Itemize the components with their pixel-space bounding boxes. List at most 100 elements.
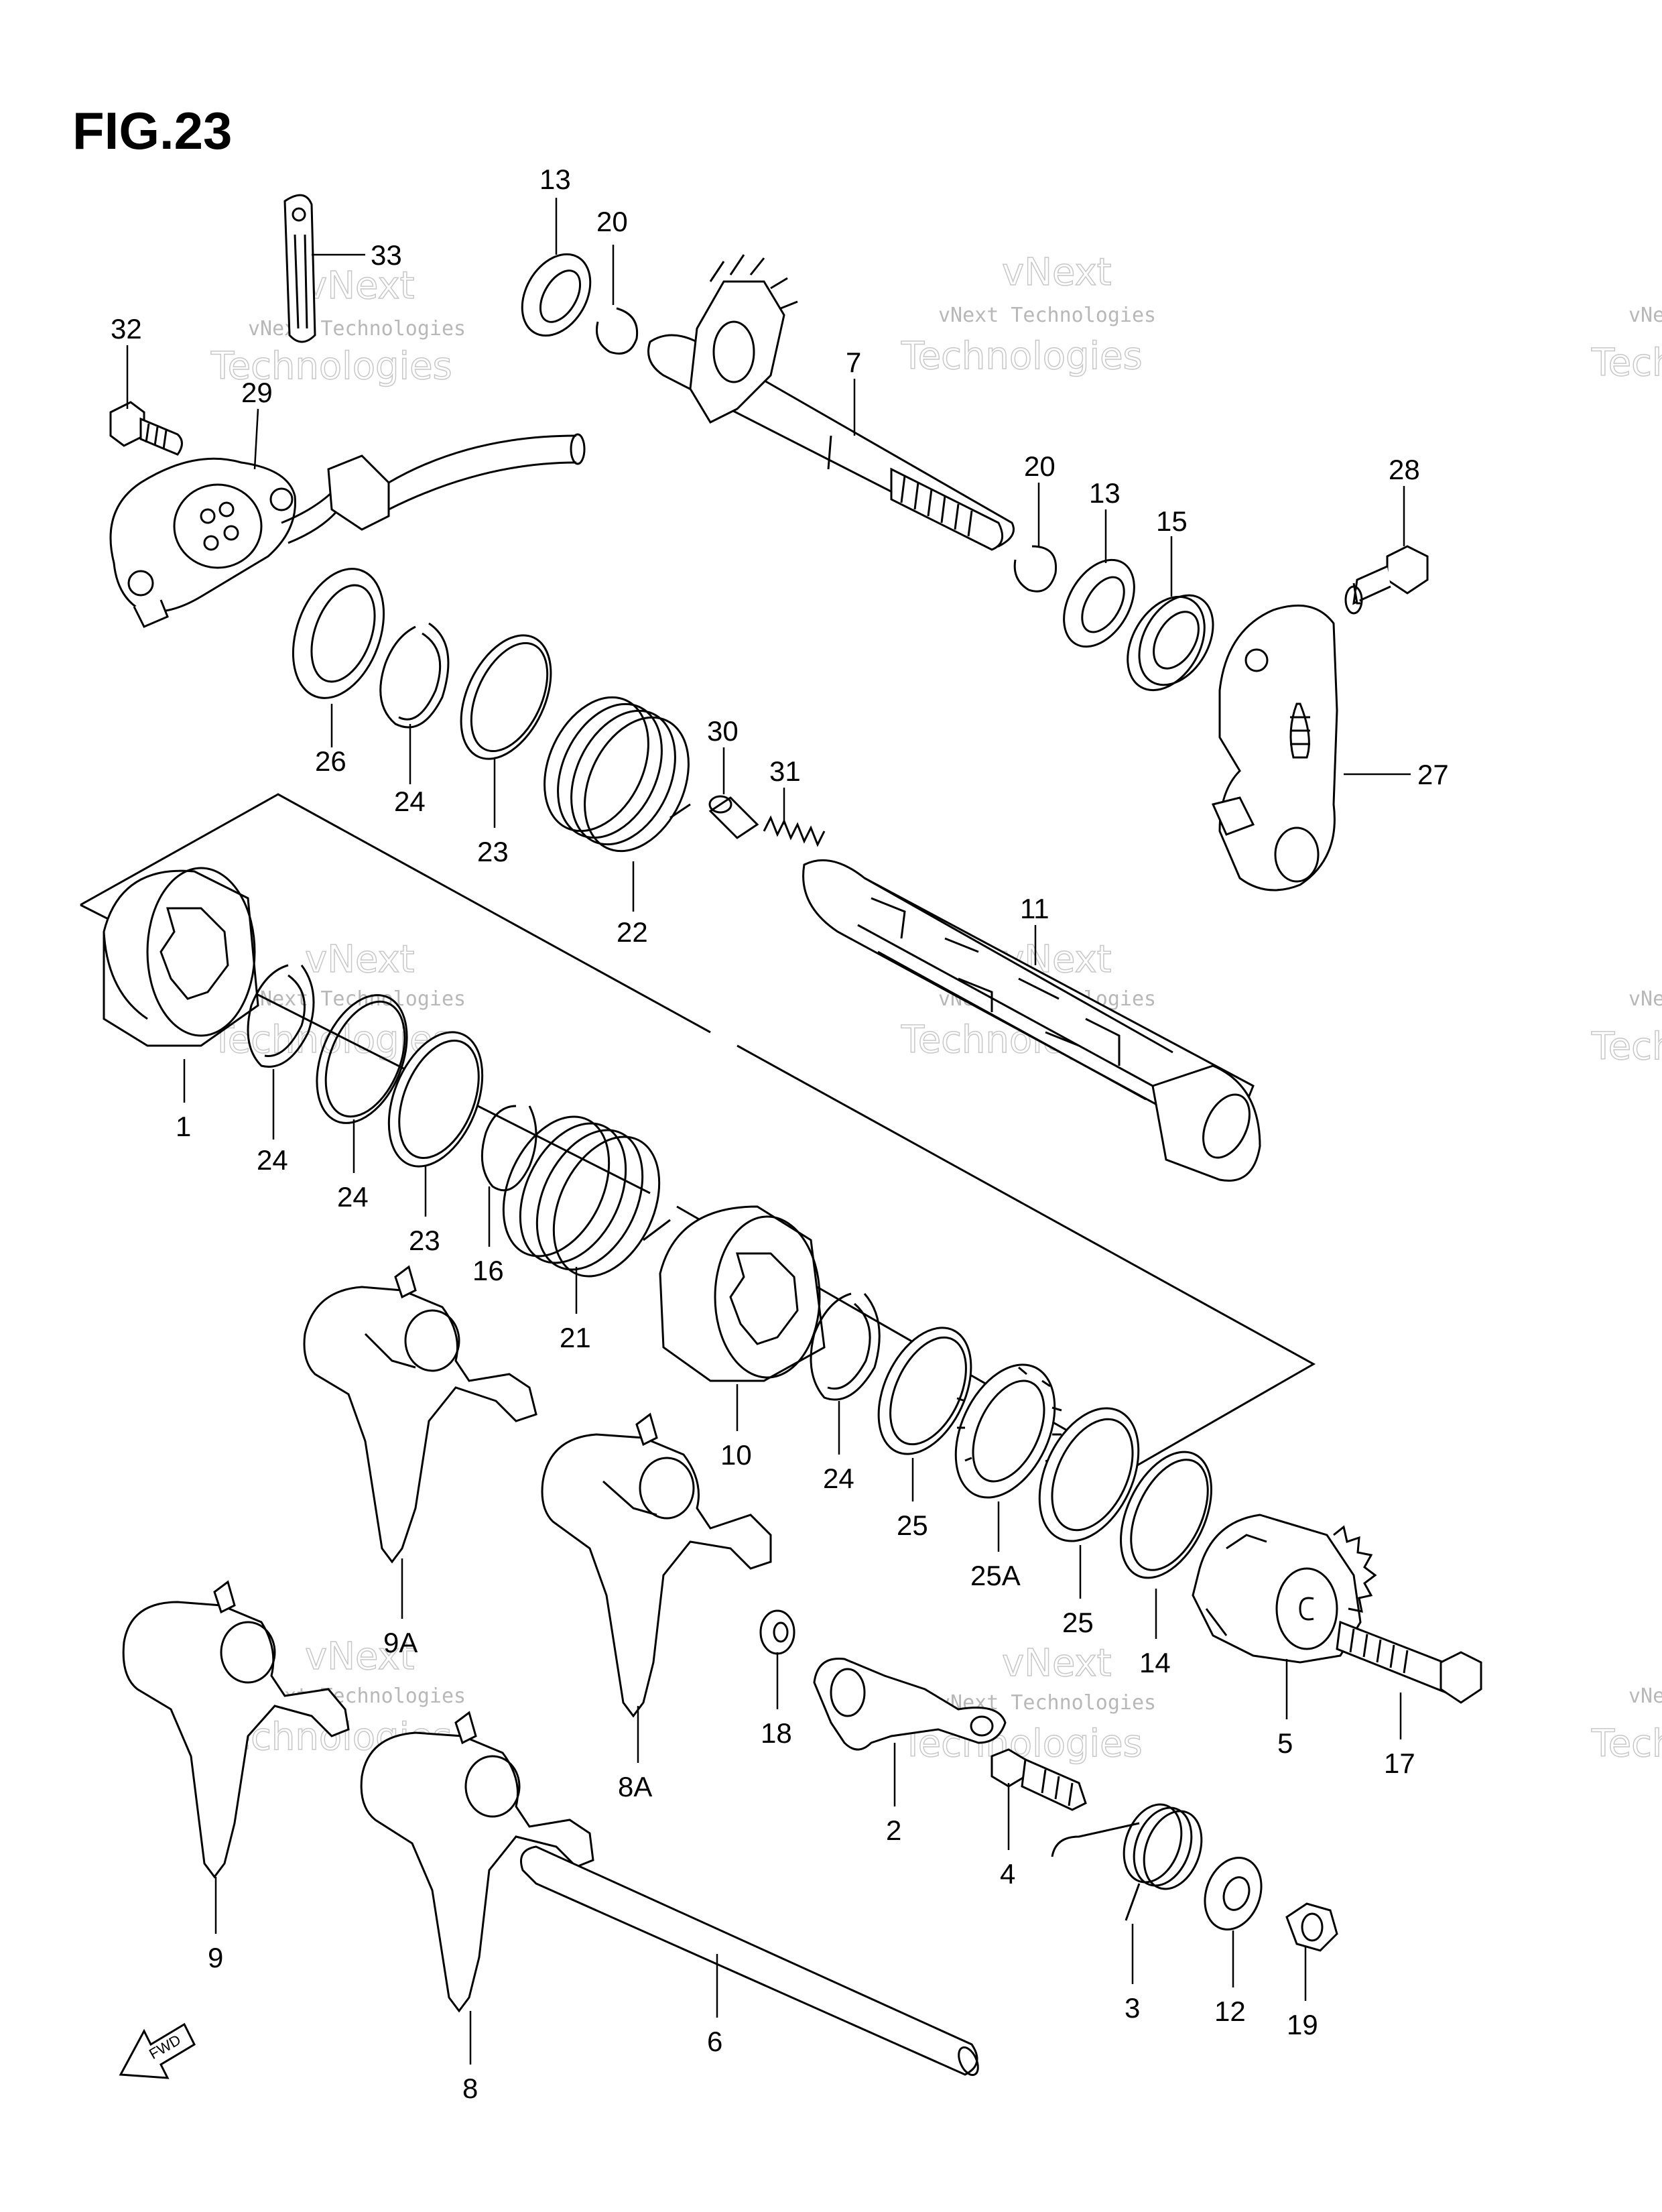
callout-30: 30 xyxy=(707,715,739,747)
watermark-text: vNext xyxy=(305,938,415,981)
callout-13: 13 xyxy=(539,164,571,195)
part-25-washer xyxy=(877,1327,972,1455)
part-26-washer xyxy=(292,568,385,699)
callout-25A: 25A xyxy=(970,1560,1021,1591)
callout-7: 7 xyxy=(846,347,861,378)
watermark-text: vNext xyxy=(305,264,415,308)
callout-8: 8 xyxy=(462,2073,478,2104)
part-6-shaft xyxy=(520,1845,979,2077)
callout-25-b: 25 xyxy=(1062,1607,1094,1638)
callout-20: 20 xyxy=(596,206,628,237)
watermark-text: vNext Technologies xyxy=(248,317,466,341)
part-21-spring xyxy=(502,1115,671,1278)
callout-26: 26 xyxy=(315,745,346,777)
part-9A-fork xyxy=(303,1265,537,1564)
callout-24-b: 24 xyxy=(257,1144,288,1176)
part-24-ring-c xyxy=(316,994,408,1124)
watermark-group: vNext Technologies vNext Technologies vN… xyxy=(210,250,1662,1766)
part-25-washer-b xyxy=(1038,1407,1140,1542)
part-13-washer-b xyxy=(1063,558,1135,648)
callout-28: 28 xyxy=(1389,454,1420,485)
callout-19: 19 xyxy=(1287,2009,1318,2040)
callout-9: 9 xyxy=(208,1942,223,1973)
part-31-spring xyxy=(763,815,826,847)
callout-9A: 9A xyxy=(383,1627,418,1658)
callout-14: 14 xyxy=(1139,1647,1171,1678)
callout-10: 10 xyxy=(720,1439,752,1471)
callout-16: 16 xyxy=(472,1255,504,1286)
callout-31: 31 xyxy=(769,755,801,787)
watermark-text: vNext xyxy=(305,1635,415,1678)
part-24-ring-d xyxy=(810,1292,881,1401)
callout-15: 15 xyxy=(1156,505,1188,537)
watermark-text: Technologies xyxy=(1591,341,1662,385)
callout-24-c: 24 xyxy=(337,1181,369,1213)
part-16-circlip xyxy=(481,1105,537,1192)
callout-21: 21 xyxy=(560,1322,591,1353)
part-32-bolt xyxy=(109,401,183,456)
watermark-text: Technologies xyxy=(901,334,1143,378)
part-13-washer xyxy=(521,253,592,337)
part-24-ring-b xyxy=(247,964,315,1068)
part-20-circlip-b xyxy=(1013,545,1058,593)
watermark-text: vNext Technologies xyxy=(1628,1684,1662,1708)
part-3-spring xyxy=(1051,1803,1203,1921)
part-12-washer xyxy=(1204,1857,1263,1930)
callout-17: 17 xyxy=(1384,1747,1415,1779)
callout-18: 18 xyxy=(761,1717,792,1749)
watermark-text: vNext xyxy=(1002,251,1112,294)
callout-23: 23 xyxy=(477,836,509,867)
part-30-pin xyxy=(708,795,759,839)
callout-24-d: 24 xyxy=(823,1463,854,1494)
part-24-circlip xyxy=(379,622,450,729)
leader-lines xyxy=(126,198,1411,2065)
part-8A-fork xyxy=(541,1412,772,1718)
callout-8A: 8A xyxy=(618,1771,652,1802)
callout-12: 12 xyxy=(1214,1995,1246,2027)
watermark-text: vNext Technologies xyxy=(1628,987,1662,1011)
callout-29: 29 xyxy=(241,377,273,408)
part-15-seal xyxy=(1127,594,1214,692)
part-23-ring xyxy=(460,634,552,760)
part-7-shaft xyxy=(647,254,1015,551)
watermark-text: vNext Technologies xyxy=(248,987,466,1011)
part-29-switch xyxy=(109,433,586,628)
callout-20-b: 20 xyxy=(1024,450,1056,482)
part-17-bolt xyxy=(1336,1620,1482,1704)
callout-33: 33 xyxy=(371,239,402,271)
callout-13-b: 13 xyxy=(1089,477,1121,509)
part-11-cam xyxy=(802,859,1261,1182)
callout-4: 4 xyxy=(1000,1858,1015,1890)
watermark-text: vNext Technologies xyxy=(938,304,1156,327)
part-9-fork xyxy=(122,1580,350,1879)
part-22-spring xyxy=(544,696,691,853)
watermark-text: vNext xyxy=(1002,1642,1112,1685)
callout-32: 32 xyxy=(111,313,142,345)
part-20-circlip xyxy=(596,307,639,355)
callout-27: 27 xyxy=(1417,759,1449,790)
part-1-collar xyxy=(103,867,259,1047)
watermark-text: Technologies xyxy=(210,1018,452,1062)
part-8-fork xyxy=(360,1711,594,2013)
callout-11: 11 xyxy=(1020,893,1049,924)
watermark-text: Technologies xyxy=(210,345,452,388)
watermark-text: Technologies xyxy=(1591,1722,1662,1766)
part-2-arm xyxy=(813,1657,1007,1751)
fwd-arrow-icon: FWD xyxy=(119,2022,196,2079)
figure-title: FIG.23 xyxy=(72,101,232,160)
part-10-collar xyxy=(659,1205,826,1382)
watermark-text: vNext Technologies xyxy=(1628,304,1662,327)
part-23-ring-b xyxy=(387,1031,484,1168)
callout-6: 6 xyxy=(707,2026,722,2057)
callout-labels: 13 20 33 32 29 7 20 13 15 28 26 24 23 30… xyxy=(111,164,1449,2104)
callout-24: 24 xyxy=(394,786,426,817)
callout-25: 25 xyxy=(897,1510,928,1541)
part-14-ring xyxy=(1120,1451,1212,1579)
part-18-washer xyxy=(759,1609,795,1655)
part-19-nut xyxy=(1285,1902,1338,1952)
callout-2: 2 xyxy=(886,1815,901,1846)
callout-22: 22 xyxy=(617,916,648,948)
part-28-bolt xyxy=(1344,545,1429,615)
callout-3: 3 xyxy=(1125,1992,1140,2024)
